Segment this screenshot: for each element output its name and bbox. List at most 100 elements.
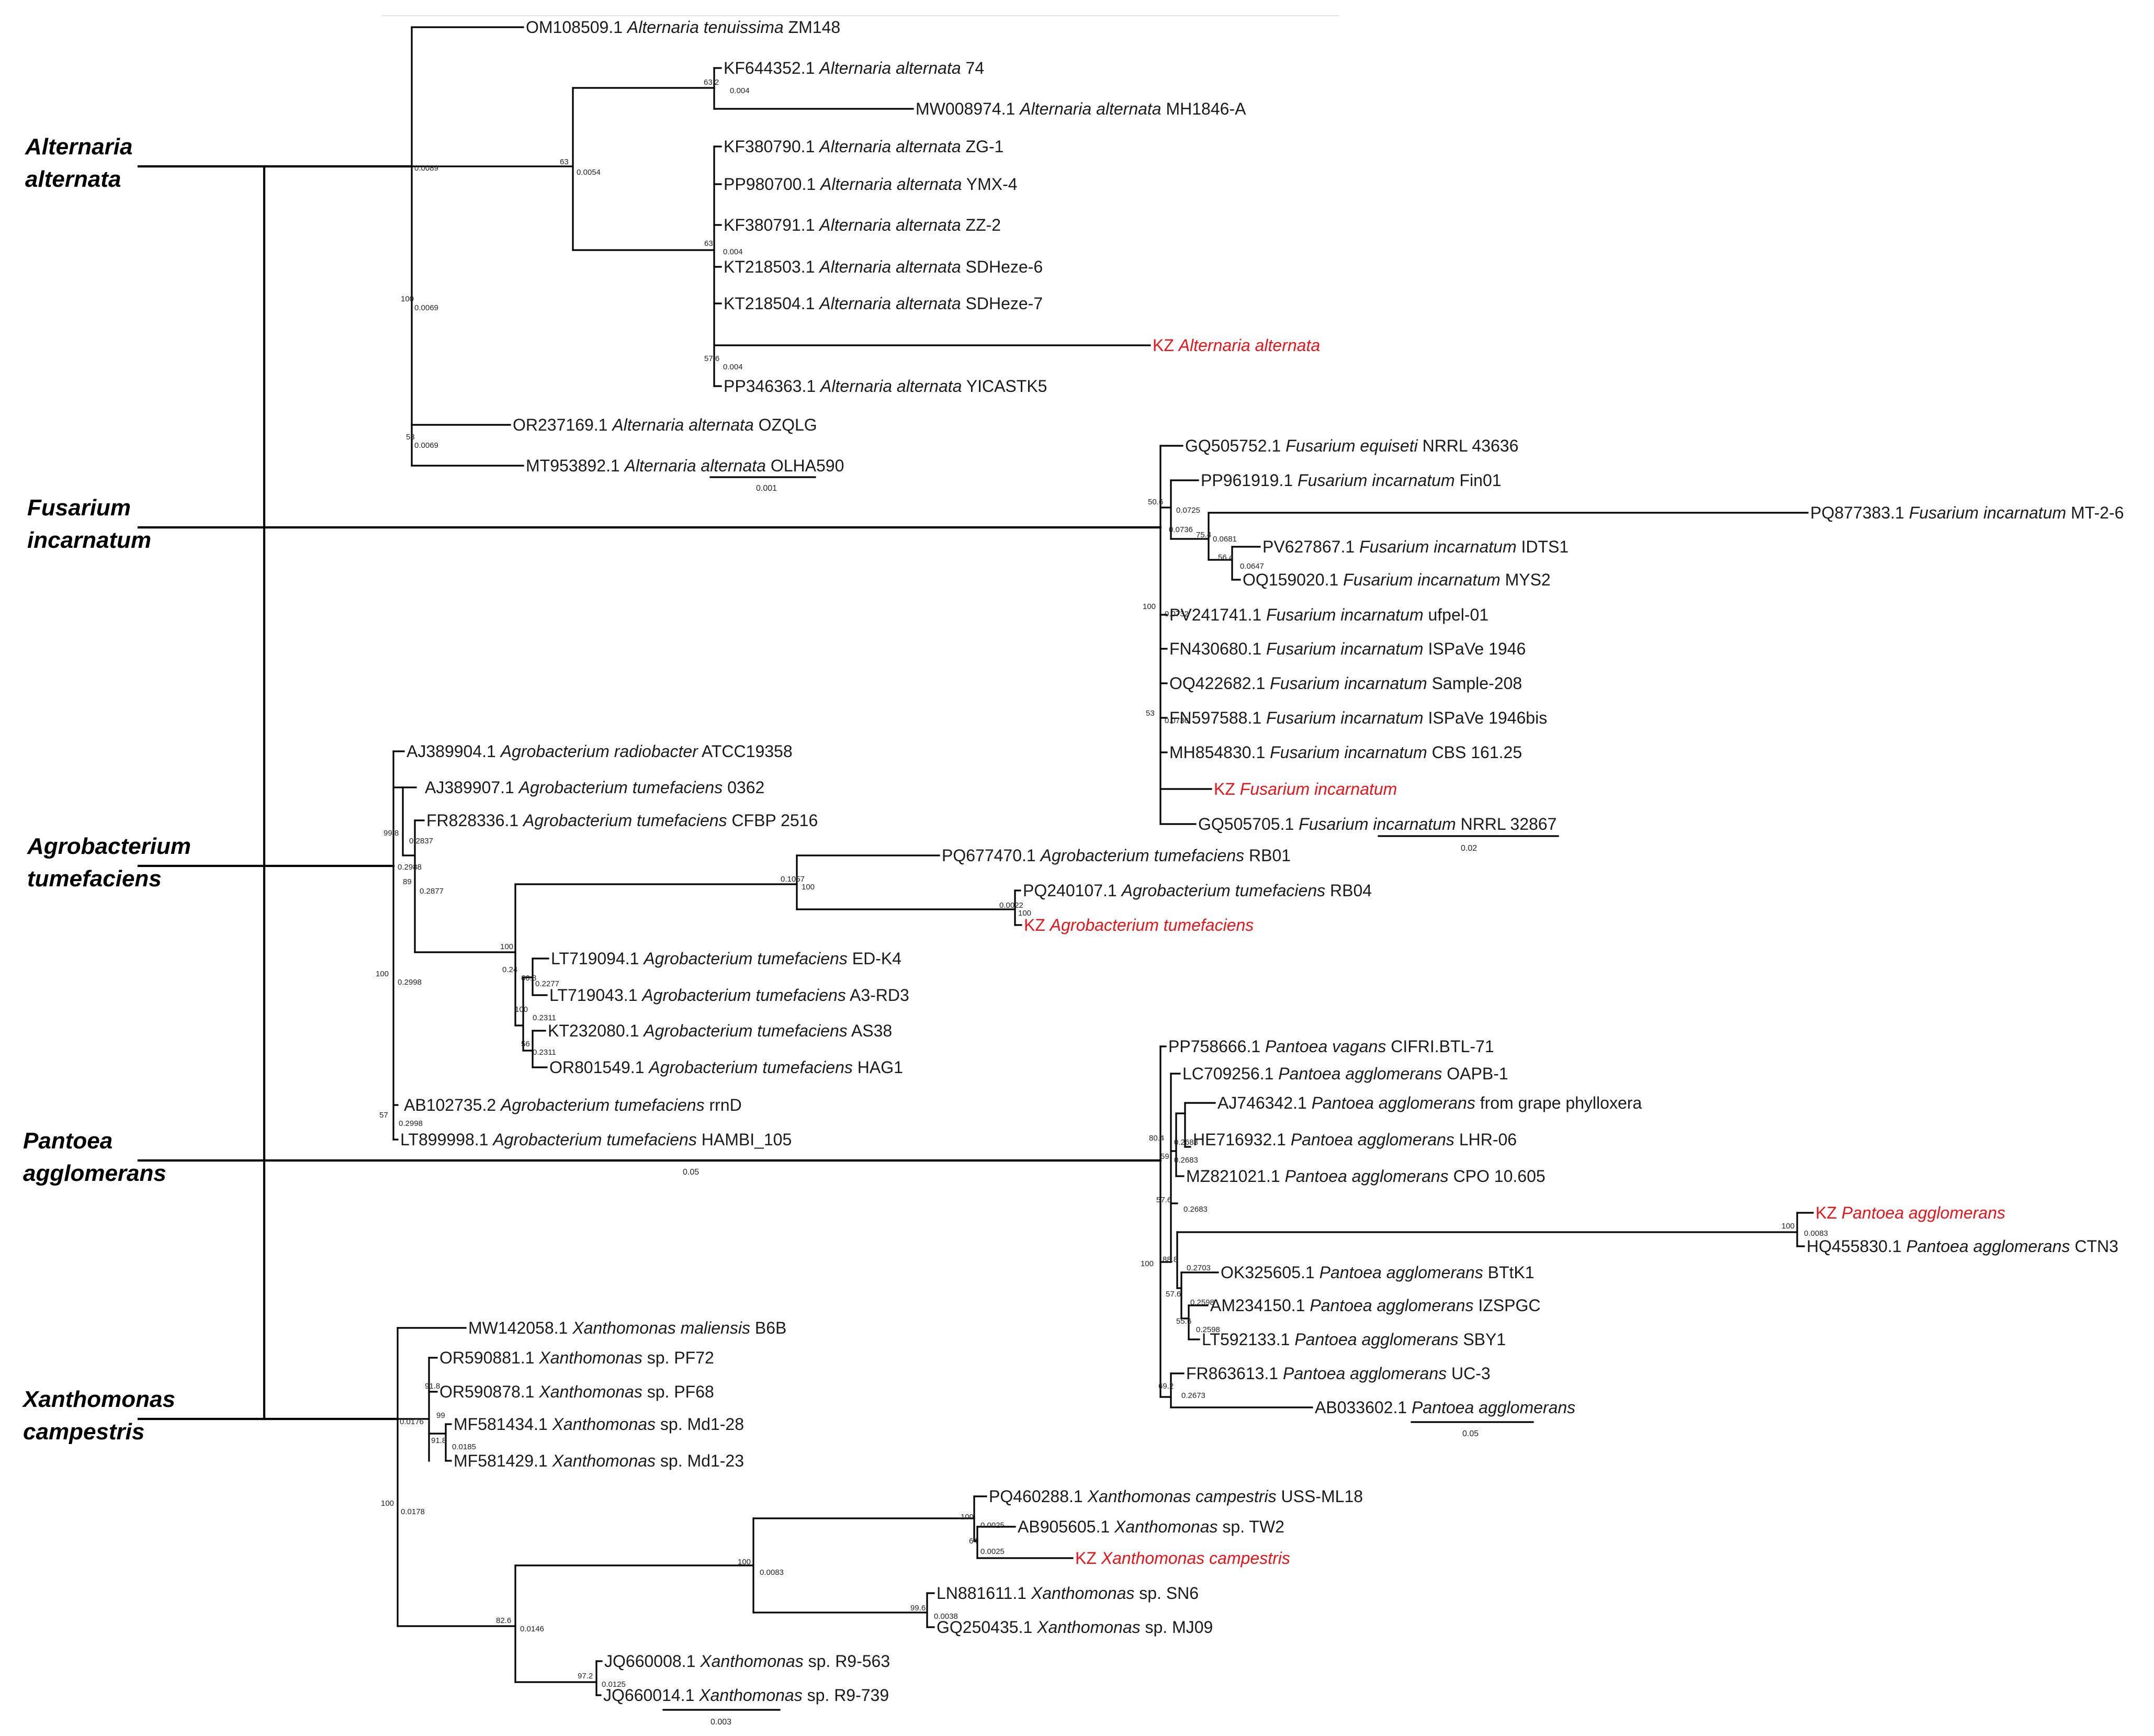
node-label: 0.0025 (980, 1547, 1005, 1556)
taxon-label: LN881611.1 Xanthomonas sp. SN6 (937, 1584, 1199, 1603)
taxon-label: AJ746342.1 Pantoea agglomerans from grap… (1217, 1094, 1642, 1112)
node-label: 89 (403, 877, 412, 886)
fusarium-subtree (1159, 445, 1809, 825)
xanthomonas-subtree (397, 1327, 1074, 1696)
node-label: 100 (381, 1499, 394, 1508)
taxon-label: AB905605.1 Xanthomonas sp. TW2 (1018, 1517, 1284, 1536)
node-label: 53 (406, 433, 415, 442)
node-label: 91.8 (425, 1382, 440, 1391)
node-label: 57.6 (1166, 1290, 1181, 1299)
taxon-label: MF581434.1 Xanthomonas sp. Md1-28 (454, 1415, 744, 1434)
node-label: 0.0022 (999, 901, 1023, 910)
alternaria-subtree (411, 26, 1151, 467)
taxon-label: LT719043.1 Agrobacterium tumefaciens A3-… (549, 986, 909, 1005)
node-label: 99.8 (384, 829, 399, 838)
taxon-label: PQ460288.1 Xanthomonas campestris USS-ML… (989, 1487, 1363, 1506)
taxon-label: KF380791.1 Alternaria alternata ZZ-2 (724, 216, 1001, 234)
taxon-label: OR237169.1 Alternaria alternata OZQLG (513, 415, 817, 434)
node-label: 0.2277 (535, 979, 559, 988)
scale-label-agrobacterium: 0.05 (683, 1168, 699, 1177)
taxon-label: AJ389907.1 Agrobacterium tumefaciens 036… (425, 778, 764, 797)
node-label: 0.0089 (414, 164, 438, 173)
taxon-label: GQ250435.1 Xanthomonas sp. MJ09 (937, 1618, 1213, 1637)
node-label: 100 (1018, 909, 1031, 918)
node-label: 100 (961, 1513, 974, 1521)
node-label: 53 (1146, 709, 1155, 718)
node-label: 0.2598 (1196, 1325, 1220, 1334)
taxon-label: LT592133.1 Pantoea agglomerans SBY1 (1202, 1330, 1506, 1349)
node-label: 0.0083 (760, 1568, 784, 1577)
node-label: 0.2703 (1187, 1264, 1211, 1272)
node-label: 0.0725 (1176, 506, 1200, 515)
taxon-label: FN597588.1 Fusarium incarnatum ISPaVe 19… (1169, 708, 1547, 727)
node-label: 0.2998 (398, 978, 422, 987)
node-label: 0.004 (730, 86, 750, 95)
node-label: 100 (376, 970, 389, 978)
taxon-label: MF581429.1 Xanthomonas sp. Md1-23 (454, 1451, 744, 1470)
node-label: 0.0038 (934, 1612, 958, 1621)
node-label: 63 (704, 239, 713, 248)
node-label: 0.0069 (414, 441, 438, 450)
taxon-label: PQ240107.1 Agrobacterium tumefaciens RB0… (1023, 881, 1372, 900)
node-label: 88.8 (1163, 1255, 1178, 1264)
taxon-label: LC709256.1 Pantoea agglomerans OAPB-1 (1182, 1064, 1508, 1083)
node-label: 0.2683 (1174, 1156, 1198, 1165)
taxon-label: FR863613.1 Pantoea agglomerans UC-3 (1186, 1364, 1491, 1383)
node-label: 0.004 (723, 363, 743, 371)
node-label: 100 (738, 1558, 751, 1566)
node-label: 63.2 (704, 78, 719, 87)
node-label: 0.0054 (577, 168, 601, 177)
node-label: 0.1057 (781, 875, 805, 884)
scale-bars: 0.001 0.02 0.05 0.05 0.003 (662, 476, 1559, 1727)
taxon-label: GQ505752.1 Fusarium equiseti NRRL 43636 (1185, 436, 1518, 455)
taxon-label: HE716932.1 Pantoea agglomerans LHR-06 (1193, 1130, 1517, 1149)
master-backbone (137, 165, 1162, 1421)
node-label: 57 (379, 1111, 388, 1120)
node-label: 0.0732 (1165, 610, 1189, 618)
node-label: 0.0146 (520, 1625, 544, 1633)
taxon-label: AB033602.1 Pantoea agglomerans (1315, 1398, 1575, 1417)
taxon-label: OR801549.1 Agrobacterium tumefaciens HAG… (549, 1058, 903, 1077)
node-label: 0.0736 (1169, 525, 1193, 534)
node-label: 97.2 (578, 1672, 593, 1681)
node-label: 0.2311 (533, 1013, 556, 1022)
node-label: 0.2311 (533, 1048, 556, 1057)
taxon-label: KT218503.1 Alternaria alternata SDHeze-6 (724, 257, 1043, 276)
taxon-label: MT953892.1 Alternaria alternata OLHA590 (526, 456, 844, 475)
node-label: 59 (1160, 1152, 1169, 1161)
node-label: 60.8 (521, 974, 536, 983)
node-label: 0.24 (502, 965, 517, 974)
taxon-label-kz-pantoea: KZ Pantoea agglomerans (1815, 1203, 2005, 1222)
taxon-label: PV241741.1 Fusarium incarnatum ufpel-01 (1169, 605, 1488, 624)
scale-label-pantoea: 0.05 (1462, 1429, 1479, 1438)
node-label: 75.4 (1196, 531, 1211, 539)
taxon-label: KT232080.1 Agrobacterium tumefaciens AS3… (548, 1021, 892, 1040)
taxon-label: MW008974.1 Alternaria alternata MH1846-A (916, 99, 1246, 118)
node-label: 56.4 (1218, 553, 1233, 562)
taxon-label: FN430680.1 Fusarium incarnatum ISPaVe 19… (1169, 639, 1526, 658)
taxon-label: OR590881.1 Xanthomonas sp. PF72 (439, 1348, 714, 1367)
taxon-label: PP980700.1 Alternaria alternata YMX-4 (724, 175, 1018, 194)
node-label: 0.004 (723, 247, 743, 256)
scale-label-alternaria: 0.001 (756, 484, 777, 493)
taxon-label: KT218504.1 Alternaria alternata SDHeze-7 (724, 294, 1043, 313)
node-label: 0.2598 (1190, 1298, 1214, 1307)
scale-label-fusarium: 0.02 (1461, 844, 1477, 853)
taxon-label: GQ505705.1 Fusarium incarnatum NRRL 3286… (1198, 815, 1557, 833)
node-label: 0.0069 (414, 303, 438, 312)
scale-label-xanthomonas: 0.003 (711, 1718, 731, 1727)
node-label: 99.6 (910, 1604, 926, 1613)
taxon-label: HQ455830.1 Pantoea agglomerans CTN3 (1807, 1237, 2118, 1256)
taxon-label: AM234150.1 Pantoea agglomerans IZSPGC (1210, 1296, 1540, 1315)
node-label: 0.0025 (980, 1521, 1005, 1530)
taxon-label: PV627867.1 Fusarium incarnatum IDTS1 (1262, 537, 1569, 556)
taxon-label: JQ660014.1 Xanthomonas sp. R9-739 (603, 1686, 889, 1705)
node-label: 56 (521, 1040, 530, 1049)
node-label: 50.6 (1148, 498, 1163, 506)
taxon-label: MH854830.1 Fusarium incarnatum CBS 161.2… (1169, 743, 1522, 762)
